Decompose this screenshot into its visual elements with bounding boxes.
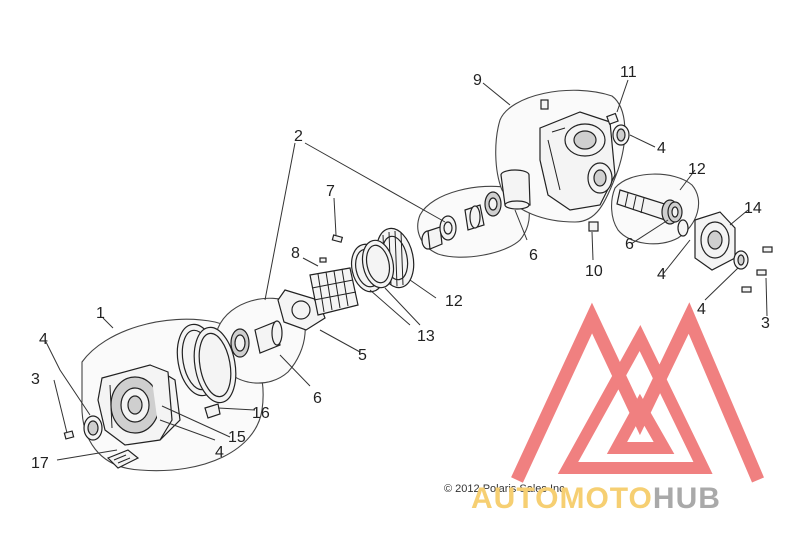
callout-10: 10 [585,263,603,280]
callout-11: 11 [620,64,637,81]
callout-4-lower-right: 4 [697,301,706,318]
logo-triangle-outer [511,302,764,483]
ring-13b [361,239,395,289]
logo-triangle-inner [557,324,713,474]
pin-8-small [319,257,327,263]
outer-cup [500,169,531,210]
callout-7: 7 [326,183,335,200]
front-bolt [63,430,75,440]
callout-6-middle: 6 [529,247,538,264]
rear-gearcase-9 [539,111,616,211]
leader-lines [45,79,768,461]
callout-14: 14 [744,200,762,217]
copyright-notice: © 2012 Polaris Sales Inc. [444,483,568,495]
fill-plug-11 [606,112,619,125]
output-cover-14 [694,211,736,271]
shift-plate [106,449,140,469]
coil-plate-5 [277,289,326,331]
callout-4-upper-right: 4 [657,140,666,157]
bolt-3-right [741,246,773,293]
rear-collar [439,215,457,241]
clip-16 [204,403,221,419]
drain-plug-10 [588,221,599,232]
automotohub-logo-mark [511,302,764,483]
callout-6-left: 6 [313,390,322,407]
shaft-sleeve [254,320,283,354]
bearing-6b [484,191,502,217]
callout-labels: 1 2 3 3 4 4 4 4 4 5 6 6 6 7 8 9 10 11 12… [31,64,770,472]
callout-3-left: 3 [31,371,40,388]
callout-13: 13 [417,328,435,345]
watermark-text: AUTOMOTOHUB [471,482,721,515]
seal-4-mid [677,219,689,237]
callout-12-middle: 12 [445,293,463,310]
callout-9: 9 [473,72,482,89]
callout-5: 5 [358,347,367,364]
front-seal [83,415,103,441]
rear-bushing [421,226,443,250]
front-housing [97,364,181,446]
callout-8: 8 [291,245,300,262]
callout-15: 15 [228,429,246,446]
watermark-text-part1: AUTOMOTO [471,482,653,515]
callout-16: 16 [252,405,270,422]
seal-4-upper [612,124,630,146]
callout-3-right: 3 [761,315,770,332]
rear-sleeve [464,204,485,231]
vent-fitting-9 [540,99,549,110]
bearing-6c [667,201,683,223]
roll-cage-8 [309,267,359,316]
callout-2: 2 [294,128,303,145]
watermark-text-part2: HUB [653,482,721,515]
callout-4-mid-right: 4 [657,266,666,283]
armature-ring-inner [193,326,237,404]
callout-12-right: 12 [688,161,706,178]
bearing-6a [230,328,250,358]
callout-6-right: 6 [625,236,634,253]
callout-17: 17 [31,455,49,472]
pin-7 [331,234,344,243]
seal-4-lower [733,250,749,270]
callout-4-bottom-left: 4 [215,444,224,461]
callout-1: 1 [96,305,105,322]
callout-4-top-left: 4 [39,331,48,348]
